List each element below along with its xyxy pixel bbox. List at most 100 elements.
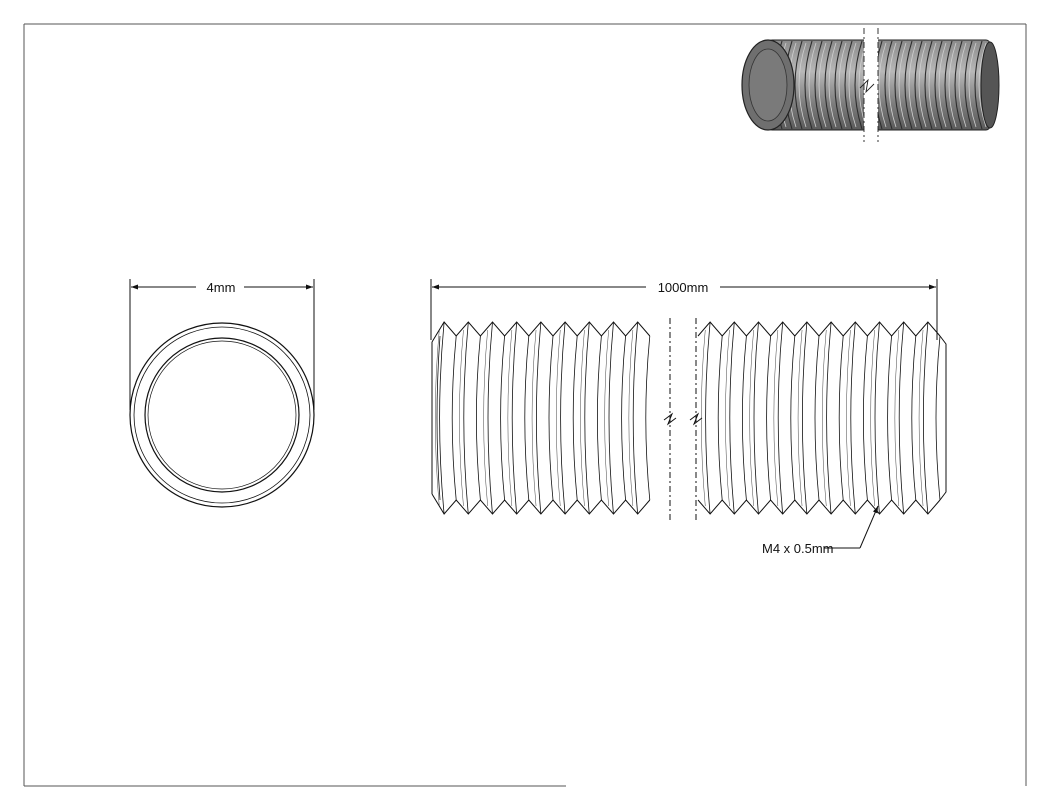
isometric-ridge-highlight bbox=[928, 42, 937, 128]
isometric-ridge bbox=[934, 40, 943, 130]
thread-crest-line bbox=[608, 321, 614, 515]
isometric-ridge bbox=[914, 40, 923, 130]
thread-shade-line bbox=[459, 329, 464, 507]
thread-root-line bbox=[524, 335, 530, 501]
thread-shade-line bbox=[749, 329, 754, 507]
isometric-ridge-highlight bbox=[978, 42, 987, 128]
thread-shade-line bbox=[773, 329, 779, 507]
thread-root-line bbox=[790, 335, 796, 501]
isometric-ridge-highlight bbox=[858, 42, 867, 128]
thread-bottom-profile bbox=[697, 499, 941, 515]
thread-crest-line bbox=[632, 321, 639, 515]
isometric-ridge-highlight bbox=[878, 42, 887, 128]
thread-shade-line bbox=[797, 329, 803, 507]
thread-shade-line bbox=[918, 329, 924, 507]
thread-shade-line bbox=[580, 329, 585, 507]
isometric-ridge-highlight bbox=[798, 42, 807, 128]
isometric-ridge-highlight bbox=[918, 42, 927, 128]
isometric-ridge bbox=[794, 40, 803, 130]
isometric-ridge-highlight bbox=[958, 42, 967, 128]
isometric-ridge bbox=[814, 40, 823, 130]
isometric-ridge-highlight bbox=[938, 42, 947, 128]
end-view-inner-circle bbox=[144, 337, 300, 493]
thread-shade-line bbox=[483, 329, 488, 507]
length-label: 1000mm bbox=[658, 280, 709, 295]
thread-crest-line bbox=[753, 321, 759, 515]
isometric-ridge bbox=[854, 40, 863, 130]
thread-shade-line bbox=[435, 329, 440, 507]
isometric-ridge bbox=[894, 40, 903, 130]
isometric-ridge-highlight bbox=[888, 42, 897, 128]
thread-root-line bbox=[621, 335, 626, 501]
thread-shade-line bbox=[531, 329, 537, 507]
thread-shade-line bbox=[628, 329, 634, 507]
thread-root-line bbox=[887, 335, 892, 501]
isometric-ridge-highlight bbox=[908, 42, 917, 128]
thread-shade-line bbox=[822, 329, 827, 507]
thread-root-line bbox=[597, 335, 602, 501]
thread-shade-line bbox=[894, 329, 900, 507]
thread-root-line bbox=[766, 335, 771, 501]
thread-bottom-profile bbox=[431, 493, 651, 515]
thread-callout-label: M4 x 0.5mm bbox=[762, 541, 834, 556]
thread-crest-line bbox=[850, 321, 856, 515]
isometric-ridge bbox=[834, 40, 843, 130]
thread-crest-line bbox=[560, 321, 566, 515]
thread-crest-line bbox=[729, 321, 735, 515]
isometric-ridge-highlight bbox=[808, 42, 817, 128]
thread-root-line bbox=[911, 335, 917, 501]
diameter-dimension bbox=[129, 279, 315, 410]
end-view bbox=[129, 322, 315, 508]
thread-crest-line bbox=[874, 321, 880, 515]
isometric-preview bbox=[741, 28, 1000, 142]
thread-shade-line bbox=[725, 329, 730, 507]
isometric-ridge bbox=[844, 40, 853, 130]
isometric-ridge bbox=[944, 40, 953, 130]
thread-callout-leader bbox=[824, 505, 879, 549]
isometric-ridge bbox=[904, 40, 913, 130]
thread-root-line bbox=[838, 335, 844, 501]
thread-root-line bbox=[476, 335, 481, 501]
isometric-ridge bbox=[884, 40, 893, 130]
end-view-crest-circle bbox=[133, 326, 311, 504]
isometric-ridge-highlight bbox=[948, 42, 957, 128]
thread-shade-line bbox=[846, 329, 851, 507]
isometric-ridge bbox=[824, 40, 833, 130]
thread-crest-line bbox=[898, 321, 905, 515]
isometric-ridge bbox=[924, 40, 933, 130]
isometric-ridge-highlight bbox=[968, 42, 977, 128]
isometric-ridge-highlight bbox=[898, 42, 907, 128]
rod-end-edge bbox=[939, 335, 947, 501]
thread-root-line bbox=[548, 335, 554, 501]
side-view bbox=[431, 318, 947, 520]
isometric-ridge-highlight bbox=[818, 42, 827, 128]
thread-root-line bbox=[814, 335, 820, 501]
thread-crest-line bbox=[826, 321, 832, 515]
thread-root-line bbox=[742, 335, 747, 501]
isometric-ridge-highlight bbox=[838, 42, 847, 128]
thread-crest-line bbox=[511, 321, 518, 515]
thread-crest-line bbox=[802, 321, 808, 515]
thread-profile-right bbox=[697, 321, 947, 515]
thread-crest-line bbox=[487, 321, 493, 515]
thread-crest-line bbox=[439, 321, 445, 515]
thread-top-profile bbox=[697, 321, 941, 337]
isometric-ridge bbox=[954, 40, 963, 130]
rod-chamfer-line bbox=[436, 335, 441, 501]
isometric-ridge bbox=[964, 40, 973, 130]
thread-root-line bbox=[717, 335, 723, 501]
thread-root-line bbox=[935, 335, 941, 501]
thread-root-line bbox=[451, 335, 457, 501]
thread-shade-line bbox=[556, 329, 561, 507]
diameter-label: 4mm bbox=[207, 280, 236, 295]
thread-crest-line bbox=[584, 321, 590, 515]
thread-root-line bbox=[645, 335, 651, 501]
break-lines bbox=[663, 318, 703, 520]
thread-root-line bbox=[863, 335, 868, 501]
isometric-ridge bbox=[804, 40, 813, 130]
thread-root-line bbox=[500, 335, 505, 501]
thread-shade-line bbox=[604, 329, 609, 507]
thread-crest-line bbox=[923, 321, 929, 515]
length-dimension bbox=[430, 279, 938, 340]
